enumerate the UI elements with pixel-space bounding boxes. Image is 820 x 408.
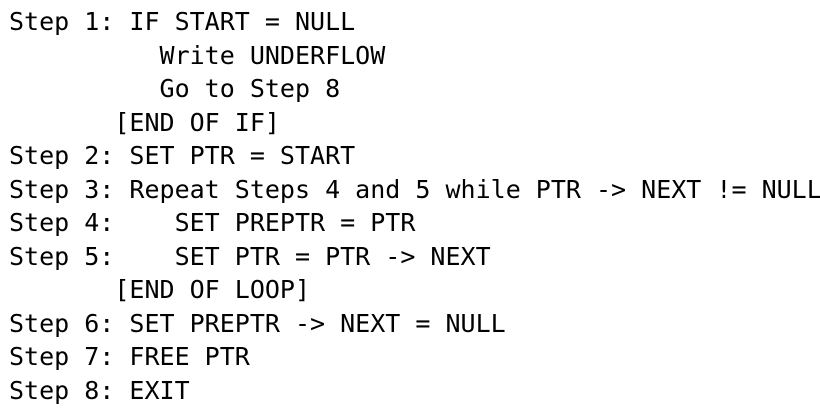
- end-of-if-line: [END OF IF]: [9, 107, 280, 137]
- end-of-loop-line: [END OF LOOP]: [9, 275, 311, 304]
- step-3-line: Step 3: Repeat Steps 4 and 5 while PTR -…: [9, 174, 820, 204]
- step-6-line: Step 6: SET PREPTR -> NEXT = NULL: [9, 308, 506, 338]
- goto-step-8-line: Go to Step 8: [9, 74, 341, 103]
- step-4-line: Step 4: SET PREPTR = PTR: [9, 208, 416, 237]
- step-5-line: Step 5: SET PTR = PTR -> NEXT: [9, 241, 491, 271]
- write-underflow-line: Write UNDERFLOW: [9, 40, 386, 70]
- step-2-line: Step 2: SET PTR = START: [9, 141, 356, 170]
- step-8-line: Step 8: EXIT: [9, 375, 190, 405]
- step-1-line: Step 1: IF START = NULL: [9, 7, 356, 36]
- algorithm-listing: Step 1: IF START = NULL Write UNDERFLOW …: [9, 5, 820, 407]
- step-7-line: Step 7: FREE PTR: [9, 342, 250, 371]
